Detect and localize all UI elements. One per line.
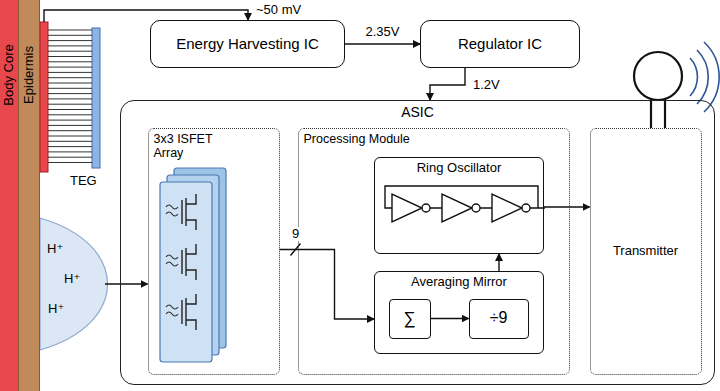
connector-arrow: [430, 68, 465, 100]
teg-leg: [48, 141, 92, 142]
teg-leg: [48, 114, 92, 115]
connector-arrow: [345, 43, 420, 44]
oscillator-box: Ring Oscillator: [374, 157, 544, 254]
teg-leg: [48, 146, 92, 147]
signal-label: ~50 mV: [254, 3, 303, 18]
teg-leg: [48, 109, 92, 110]
connector-arrow: [431, 318, 469, 319]
connector-arrow: [105, 283, 148, 284]
teg-leg: [48, 130, 92, 131]
sensor-array-group: 3x3 ISFET Array: [148, 128, 280, 375]
divide-block: ÷9: [469, 299, 529, 339]
teg-leg: [48, 162, 92, 163]
node-label: ∑: [399, 309, 419, 329]
teg-leg: [48, 104, 92, 105]
node-label: Ring Oscillator: [375, 161, 543, 176]
teg-cold-plate: [92, 28, 100, 168]
epidermis-band: Epidermis: [18, 0, 40, 391]
process-box: Energy Harvesting IC: [150, 20, 345, 68]
isfet-symbol: [166, 294, 196, 330]
process-box: Regulator IC: [420, 20, 580, 68]
teg-leg: [48, 72, 92, 73]
teg-leg: [48, 35, 92, 36]
transmitter-group: Transmitter: [590, 128, 702, 375]
isfet-layer: [160, 182, 212, 362]
teg-leg: [48, 45, 92, 46]
teg-hot-plate: [40, 22, 48, 172]
node-label: TEG: [70, 174, 97, 189]
teg-leg: [48, 125, 92, 126]
sweat-drop: [40, 218, 108, 350]
sum-block: ∑: [389, 299, 431, 339]
node-label: H⁺: [64, 272, 80, 287]
node-label: H⁺: [47, 242, 63, 257]
teg-leg: [48, 136, 92, 137]
teg-leg: [48, 157, 92, 158]
teg-module: TEG: [40, 22, 110, 202]
isfet-symbol: [166, 194, 196, 230]
node-label: H⁺: [48, 302, 64, 317]
isfet-symbol: [166, 244, 196, 280]
processing-group: Processing ModuleRing OscillatorAveragin…: [298, 128, 570, 375]
signal-label: 2.35V: [364, 25, 402, 40]
asic-chip: ASIC 3x3 ISFET Array Processing ModuleRing…: [120, 100, 715, 385]
teg-leg: [48, 98, 92, 99]
mirror-box: Averaging Mirror ∑ ÷9: [374, 271, 544, 354]
node-label: ASIC: [121, 104, 714, 120]
node-label: Energy Harvesting IC: [172, 35, 323, 52]
bus-slash: [291, 244, 301, 256]
teg-leg: [48, 61, 92, 62]
teg-leg: [48, 30, 92, 31]
teg-leg: [48, 40, 92, 41]
signal-label: 1.2V: [471, 78, 502, 93]
teg-leg: [48, 93, 92, 94]
teg-leg: [48, 83, 92, 84]
antenna: [634, 42, 719, 128]
connector-arrow: [544, 206, 590, 207]
signal-label: 9: [290, 227, 301, 242]
teg-leg: [48, 56, 92, 57]
sweat-drop: H⁺H⁺H⁺: [40, 218, 106, 350]
body-core-band: Body Core: [0, 0, 18, 391]
teg-leg: [48, 51, 92, 52]
teg-leg: [48, 67, 92, 68]
teg-leg: [48, 151, 92, 152]
connector-arrow: [280, 250, 375, 320]
connector-arrow: [498, 254, 499, 271]
node-label: ÷9: [486, 309, 512, 327]
teg-leg: [48, 88, 92, 89]
node-label: Body Core: [2, 44, 17, 105]
teg-legs: [48, 30, 92, 163]
node-label: Averaging Mirror: [375, 275, 543, 290]
node-label: Processing Module: [304, 132, 504, 146]
inverter-chain: [385, 186, 545, 222]
node-label: 3x3 ISFET Array: [154, 132, 234, 161]
teg-leg: [48, 77, 92, 78]
node-label: Regulator IC: [454, 35, 546, 52]
node-label: Transmitter: [609, 244, 682, 259]
teg-leg: [48, 120, 92, 121]
node-label: Epidermis: [22, 46, 37, 104]
